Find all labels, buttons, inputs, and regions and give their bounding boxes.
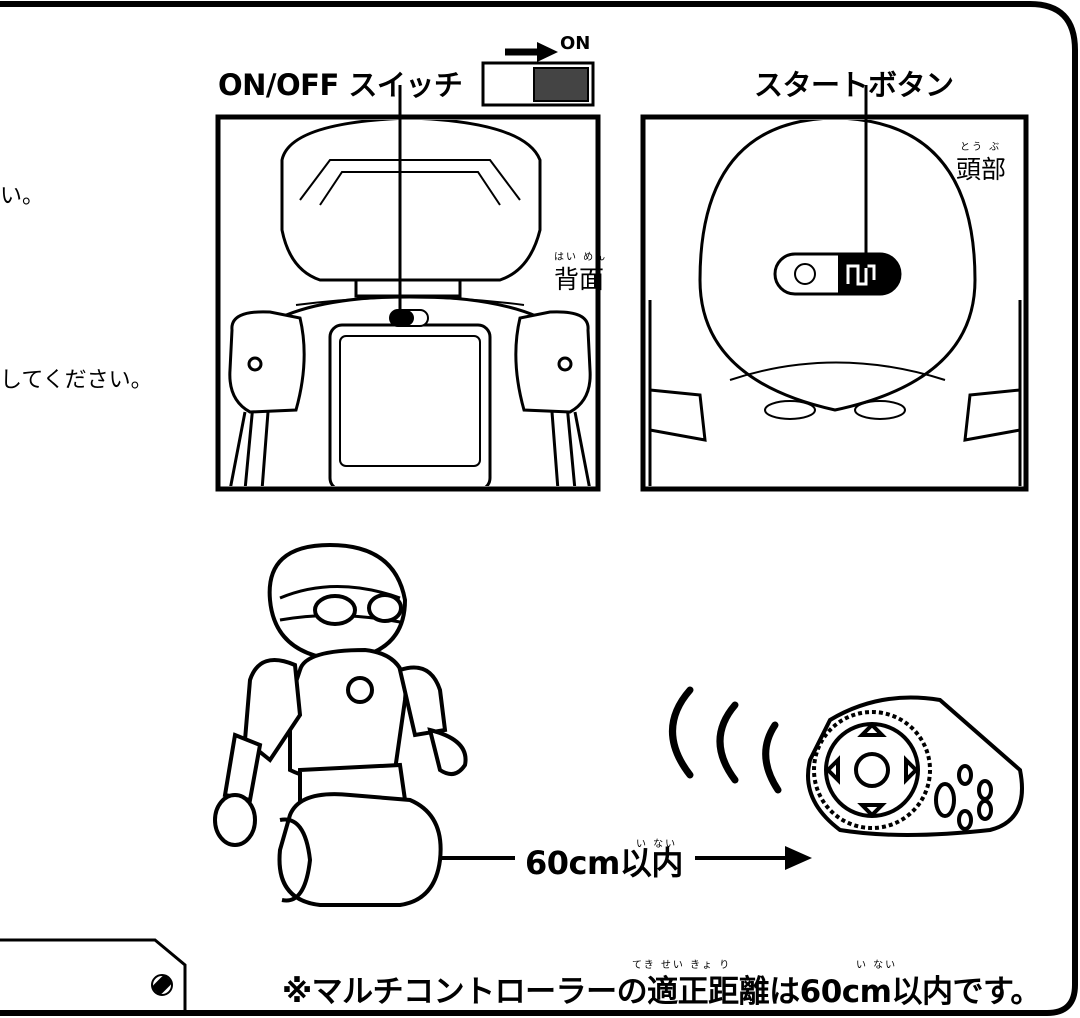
pencil-icon xyxy=(151,974,173,996)
switch-title: ON/OFF スイッチ xyxy=(218,68,463,102)
distance-ruby: い ない xyxy=(636,839,678,850)
signal-waves-icon xyxy=(669,686,782,794)
note-ruby-distance: てき せい きょ り xyxy=(632,960,732,971)
back-region-ruby: はい めん xyxy=(554,252,608,263)
head-region-label: 頭部 xyxy=(956,155,1007,184)
distance-label: 60cm以内 xyxy=(525,844,683,882)
note-ruby-within: い ない xyxy=(856,960,898,971)
controller-figure xyxy=(806,695,1024,837)
distance-note: ※マルチコントローラーの適正距離は60cm以内です。 xyxy=(282,974,1041,1010)
back-panel-figure xyxy=(215,85,601,492)
robot-figure xyxy=(213,542,468,907)
left-text-line-1: い。 xyxy=(0,184,45,209)
start-button-title: スタートボタン xyxy=(754,68,954,102)
distance-arrowhead xyxy=(785,846,812,870)
head-region-ruby: とう ぶ xyxy=(960,142,1002,153)
left-text-line-2: してください。 xyxy=(0,368,153,393)
tab-outline xyxy=(0,938,187,1013)
switch-on-label: ON xyxy=(560,33,591,54)
back-region-label: 背面 xyxy=(554,265,605,294)
switch-knob xyxy=(389,309,429,327)
